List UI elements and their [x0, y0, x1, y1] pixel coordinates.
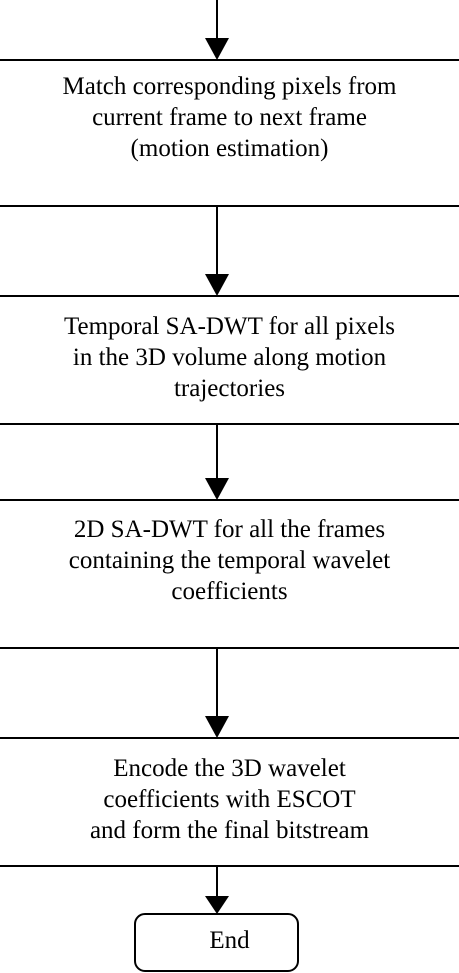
step-text-temporal-sa-dwt: Temporal SA-DWT for all pixels in the 3D…: [63, 313, 396, 402]
end-terminal-label: End: [209, 927, 250, 954]
end-terminal-box: [134, 913, 299, 972]
arrowhead-step-4-to-end: [205, 896, 229, 914]
step-text-spatial-sa-dwt: 2D SA-DWT for all the frames containing …: [68, 516, 391, 605]
step-box-motion-estimation: [0, 59, 459, 207]
step-box-spatial-sa-dwt: [0, 499, 459, 649]
arrowhead-step-1-to-2: [205, 274, 229, 296]
arrowhead-step-3-to-4: [205, 716, 229, 738]
arrowhead-step-2-to-3: [205, 478, 229, 500]
step-box-escot-encoding: [0, 737, 459, 867]
step-text-motion-estimation: Match corresponding pixels from current …: [62, 73, 397, 162]
arrowhead-into-step-1: [205, 38, 229, 60]
step-text-escot-encoding: Encode the 3D wavelet coefficients with …: [89, 755, 370, 844]
step-box-temporal-sa-dwt: [0, 295, 459, 425]
